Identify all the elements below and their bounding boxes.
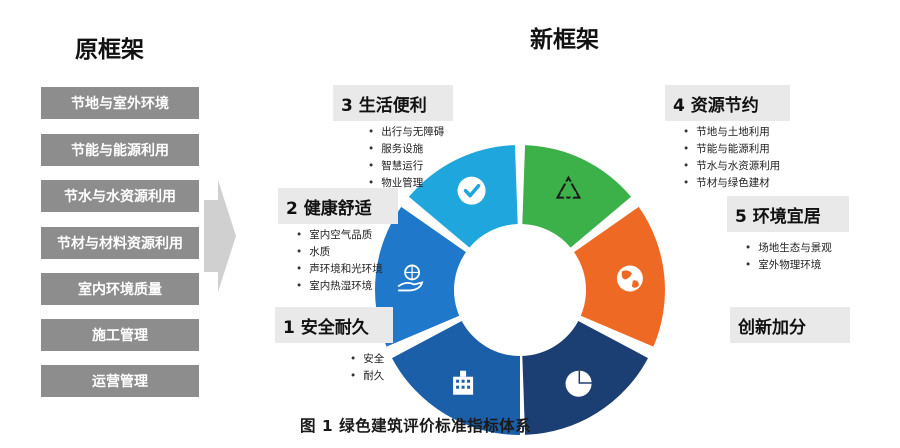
safety-bullet-list: 安全 耐久 [350,351,384,385]
category-label-safety: 1 安全耐久 [275,307,393,343]
old-item-operation: 运营管理 [41,365,199,397]
globe-icon [616,265,643,292]
ring-segment [375,206,466,347]
ring-segment [522,145,632,248]
pie-chart-icon [565,370,592,397]
health-bullet-list: 室内空气品质 水质 声环境和光环境 室内热湿环境 [296,227,383,295]
bullet-item: 室内热湿环境 [296,278,383,295]
category-label-convenience: 3 生活便利 [333,85,453,121]
bullet-item: 节能与能源利用 [683,141,780,158]
old-item-energy: 节能与能源利用 [41,134,199,166]
bullet-item: 室外物理环境 [745,257,832,274]
bullet-item: 水质 [296,244,383,261]
hand-globe-icon [397,264,424,292]
bullet-item: 出行与无障碍 [368,124,444,141]
category-label-health: 2 健康舒适 [278,188,398,224]
transition-arrow [204,180,236,292]
old-item-construction: 施工管理 [41,319,199,351]
category-label-innovation: 创新加分 [730,307,850,343]
bullet-item: 安全 [350,351,384,368]
new-framework-title: 新框架 [530,27,599,53]
category-label-environment: 5 环境宜居 [727,196,849,232]
bullet-item: 场地生态与景观 [745,240,832,257]
old-item-indoor: 室内环境质量 [41,273,199,305]
bullet-item: 服务设施 [368,141,444,158]
resource-bullet-list: 节地与土地利用 节能与能源利用 节水与水资源利用 节材与绿色建材 [683,124,780,192]
category-label-resource: 4 资源节约 [665,85,790,121]
environment-bullet-list: 场地生态与景观 室外物理环境 [745,240,832,274]
bullet-item: 智慧运行 [368,158,444,175]
check-icon [457,176,486,205]
bullet-item: 物业管理 [368,175,444,192]
bullet-item: 声环境和光环境 [296,261,383,278]
convenience-bullet-list: 出行与无障碍 服务设施 智慧运行 物业管理 [368,124,444,192]
bullet-item: 耐久 [350,368,384,385]
old-item-land: 节地与室外环境 [41,87,199,119]
bullet-item: 节地与土地利用 [683,124,780,141]
old-framework-title: 原框架 [75,37,144,63]
old-item-water: 节水与水资源利用 [41,180,199,212]
bullet-item: 节材与绿色建材 [683,175,780,192]
building-icon [453,370,474,395]
recycle-icon [555,175,582,201]
figure-caption: 图 1 绿色建筑评价标准指标体系 [300,417,532,435]
bullet-item: 室内空气品质 [296,227,383,244]
bullet-item: 节水与水资源利用 [683,158,780,175]
old-item-material: 节材与材料资源利用 [41,227,199,259]
